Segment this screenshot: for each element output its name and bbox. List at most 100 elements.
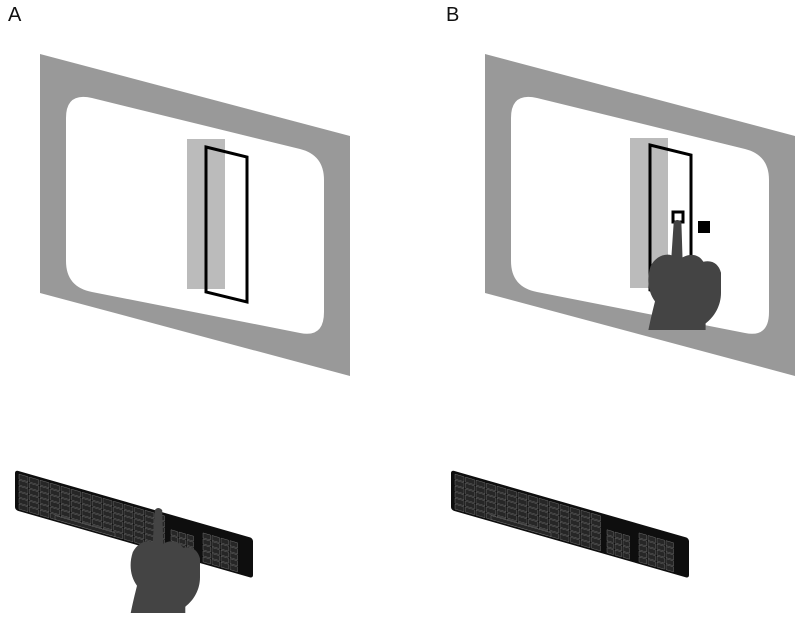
keyboard-key xyxy=(454,479,465,488)
keyboard-key xyxy=(665,546,674,555)
keyboard-key xyxy=(647,541,656,549)
keyboard-key xyxy=(538,522,549,531)
keyboard-key xyxy=(490,515,552,537)
keyboard-key xyxy=(570,537,580,546)
keyboard-icon xyxy=(451,470,689,578)
keyboard-key xyxy=(454,491,465,500)
keyboard-key xyxy=(606,535,614,543)
keyboard-key xyxy=(50,506,60,515)
keyboard-key xyxy=(486,488,496,497)
keyboard-key xyxy=(496,491,507,500)
keyboard-key xyxy=(92,494,102,504)
keyboard-key xyxy=(665,558,674,567)
keyboard-key xyxy=(71,494,81,504)
keyboard-key xyxy=(475,485,486,494)
keyboard-key xyxy=(123,504,134,513)
keyboard-key xyxy=(211,535,220,543)
keyboard-key xyxy=(71,500,81,510)
keyboard-key xyxy=(50,500,60,509)
keyboard-key xyxy=(549,507,559,516)
keyboard-key xyxy=(92,512,102,522)
keyboard-key xyxy=(18,473,29,482)
keyboard-key xyxy=(71,506,81,516)
keyboard-key xyxy=(144,516,155,525)
keyboard-key xyxy=(549,519,559,528)
keyboard-key xyxy=(113,525,123,534)
keyboard-key xyxy=(622,534,630,542)
keyboard-key xyxy=(202,550,211,559)
keyboard-key xyxy=(465,506,475,515)
keyboard-key xyxy=(71,488,81,498)
keyboard-key xyxy=(580,522,591,531)
keyboard-key xyxy=(622,546,630,554)
keyboard-key xyxy=(549,525,559,534)
keyboard-key xyxy=(211,553,220,561)
keyboard-key xyxy=(538,498,549,507)
keyboard-key xyxy=(559,534,570,543)
keyboard-key xyxy=(102,504,113,513)
keyboard-key xyxy=(211,547,220,555)
panel-label-b: B xyxy=(446,4,460,26)
keyboard-key xyxy=(39,509,50,518)
keyboard-key xyxy=(638,550,647,559)
keyboard-key xyxy=(71,512,81,522)
keyboard-key xyxy=(559,528,570,537)
keyboard-key xyxy=(507,488,517,498)
keyboard-key xyxy=(580,540,591,549)
panel-label-a: A xyxy=(8,4,22,26)
keyboard-key xyxy=(638,538,647,547)
keyboard-key xyxy=(50,494,60,503)
keyboard-key xyxy=(113,519,123,528)
keyboard-key xyxy=(638,556,647,565)
keyboard-key xyxy=(465,494,475,503)
keyboard-key xyxy=(29,506,39,515)
keyboard-key xyxy=(614,531,622,540)
keyboard-key xyxy=(39,479,50,488)
keyboard-key xyxy=(570,507,580,516)
keyboard-key xyxy=(570,525,580,534)
keyboard-key xyxy=(39,503,50,512)
keyboard-key xyxy=(134,507,144,516)
keyboard-key xyxy=(528,494,538,504)
keyboard-key xyxy=(580,510,591,519)
keyboard-key xyxy=(60,485,71,494)
keyboard-key xyxy=(549,501,559,510)
keyboard-key xyxy=(638,532,647,541)
keyboard-key xyxy=(538,510,549,519)
keyboard-key xyxy=(29,476,39,485)
keyboard-key xyxy=(580,528,591,537)
keyboard-key xyxy=(220,537,229,546)
keyboard-key xyxy=(92,518,102,528)
keyboard-key xyxy=(454,485,465,494)
keyboard-key xyxy=(465,482,475,491)
keyboard-key xyxy=(18,479,29,488)
keyboard-key xyxy=(580,534,591,543)
keyboard-key xyxy=(465,488,475,497)
keyboard-key xyxy=(549,513,559,522)
keyboard-key xyxy=(220,549,229,558)
keyboard-key xyxy=(123,516,134,525)
keyboard-key xyxy=(178,531,186,540)
keyboard-key xyxy=(92,500,102,510)
keyboard-key xyxy=(570,513,580,522)
filled-square-marker xyxy=(698,221,710,233)
keyboard-key xyxy=(528,506,538,516)
keyboard-key xyxy=(486,506,496,515)
keyboard-key xyxy=(517,515,528,525)
keyboard-key xyxy=(29,482,39,491)
keyboard-key xyxy=(614,537,622,546)
keyboard-key xyxy=(454,503,465,512)
keyboard-key xyxy=(486,494,496,503)
keyboard-key xyxy=(18,491,29,500)
keyboard-key xyxy=(18,497,29,506)
keyboard-key xyxy=(475,503,486,512)
keyboard-key xyxy=(570,519,580,528)
keyboard-key xyxy=(622,552,630,560)
keyboard-key xyxy=(465,476,475,485)
keyboard-key xyxy=(647,535,656,543)
keyboard-key xyxy=(486,500,496,509)
keyboard-key xyxy=(559,522,570,531)
keyboard-key xyxy=(606,529,614,537)
keyboard-key xyxy=(496,497,507,506)
